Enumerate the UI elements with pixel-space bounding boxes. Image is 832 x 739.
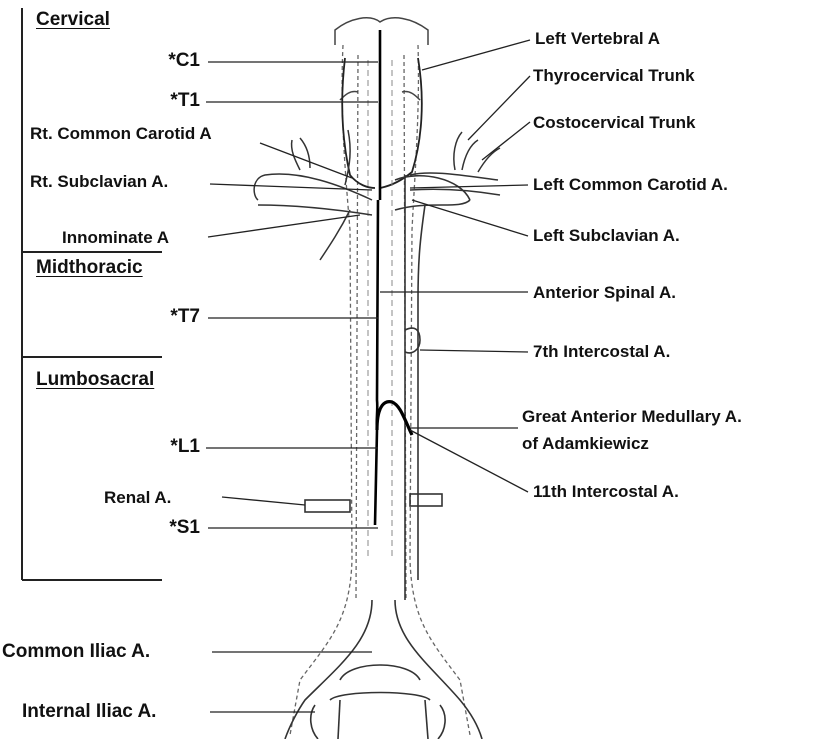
label-innominate: Innominate A — [62, 228, 169, 248]
label-left-common-carotid: Left Common Carotid A. — [533, 175, 728, 195]
aortic-arch — [395, 175, 470, 600]
label-11th-intercostal: 11th Intercostal A. — [533, 482, 679, 502]
level-s1: *S1 — [169, 518, 200, 538]
label-internal-iliac: Internal Iliac A. — [22, 702, 156, 722]
region-cervical: Cervical — [36, 10, 110, 30]
label-rt-subclavian: Rt. Subclavian A. — [30, 172, 168, 192]
vertebral-arteries — [342, 58, 422, 188]
label-left-subclavian: Left Subclavian A. — [533, 226, 680, 246]
level-t7: *T7 — [170, 307, 200, 327]
label-common-iliac: Common Iliac A. — [2, 642, 150, 662]
label-rt-common-carotid: Rt. Common Carotid A — [30, 124, 212, 144]
region-midthoracic: Midthoracic — [36, 258, 143, 278]
iliac-bifurcation — [285, 600, 482, 739]
label-renal: Renal A. — [104, 488, 171, 508]
renal-arteries — [305, 494, 442, 512]
great-anterior-medullary-artery — [377, 402, 412, 435]
label-left-vertebral: Left Vertebral A — [535, 29, 660, 49]
level-t1: *T1 — [170, 91, 200, 111]
label-great-anterior-medullary: Great Anterior Medullary A. — [522, 407, 742, 427]
level-l1: *L1 — [170, 437, 200, 457]
label-7th-intercostal: 7th Intercostal A. — [533, 342, 670, 362]
right-subclavian-branches — [254, 130, 372, 260]
region-lumbosacral: Lumbosacral — [36, 370, 154, 390]
label-costocervical-trunk: Costocervical Trunk — [533, 113, 696, 133]
label-anterior-spinal: Anterior Spinal A. — [533, 283, 676, 303]
label-of-adamkiewicz: of Adamkiewicz — [522, 434, 649, 454]
skull-base-outline — [335, 18, 428, 100]
label-thyrocervical-trunk: Thyrocervical Trunk — [533, 66, 695, 86]
level-c1: *C1 — [168, 51, 200, 71]
anterior-spinal-artery — [375, 30, 380, 525]
